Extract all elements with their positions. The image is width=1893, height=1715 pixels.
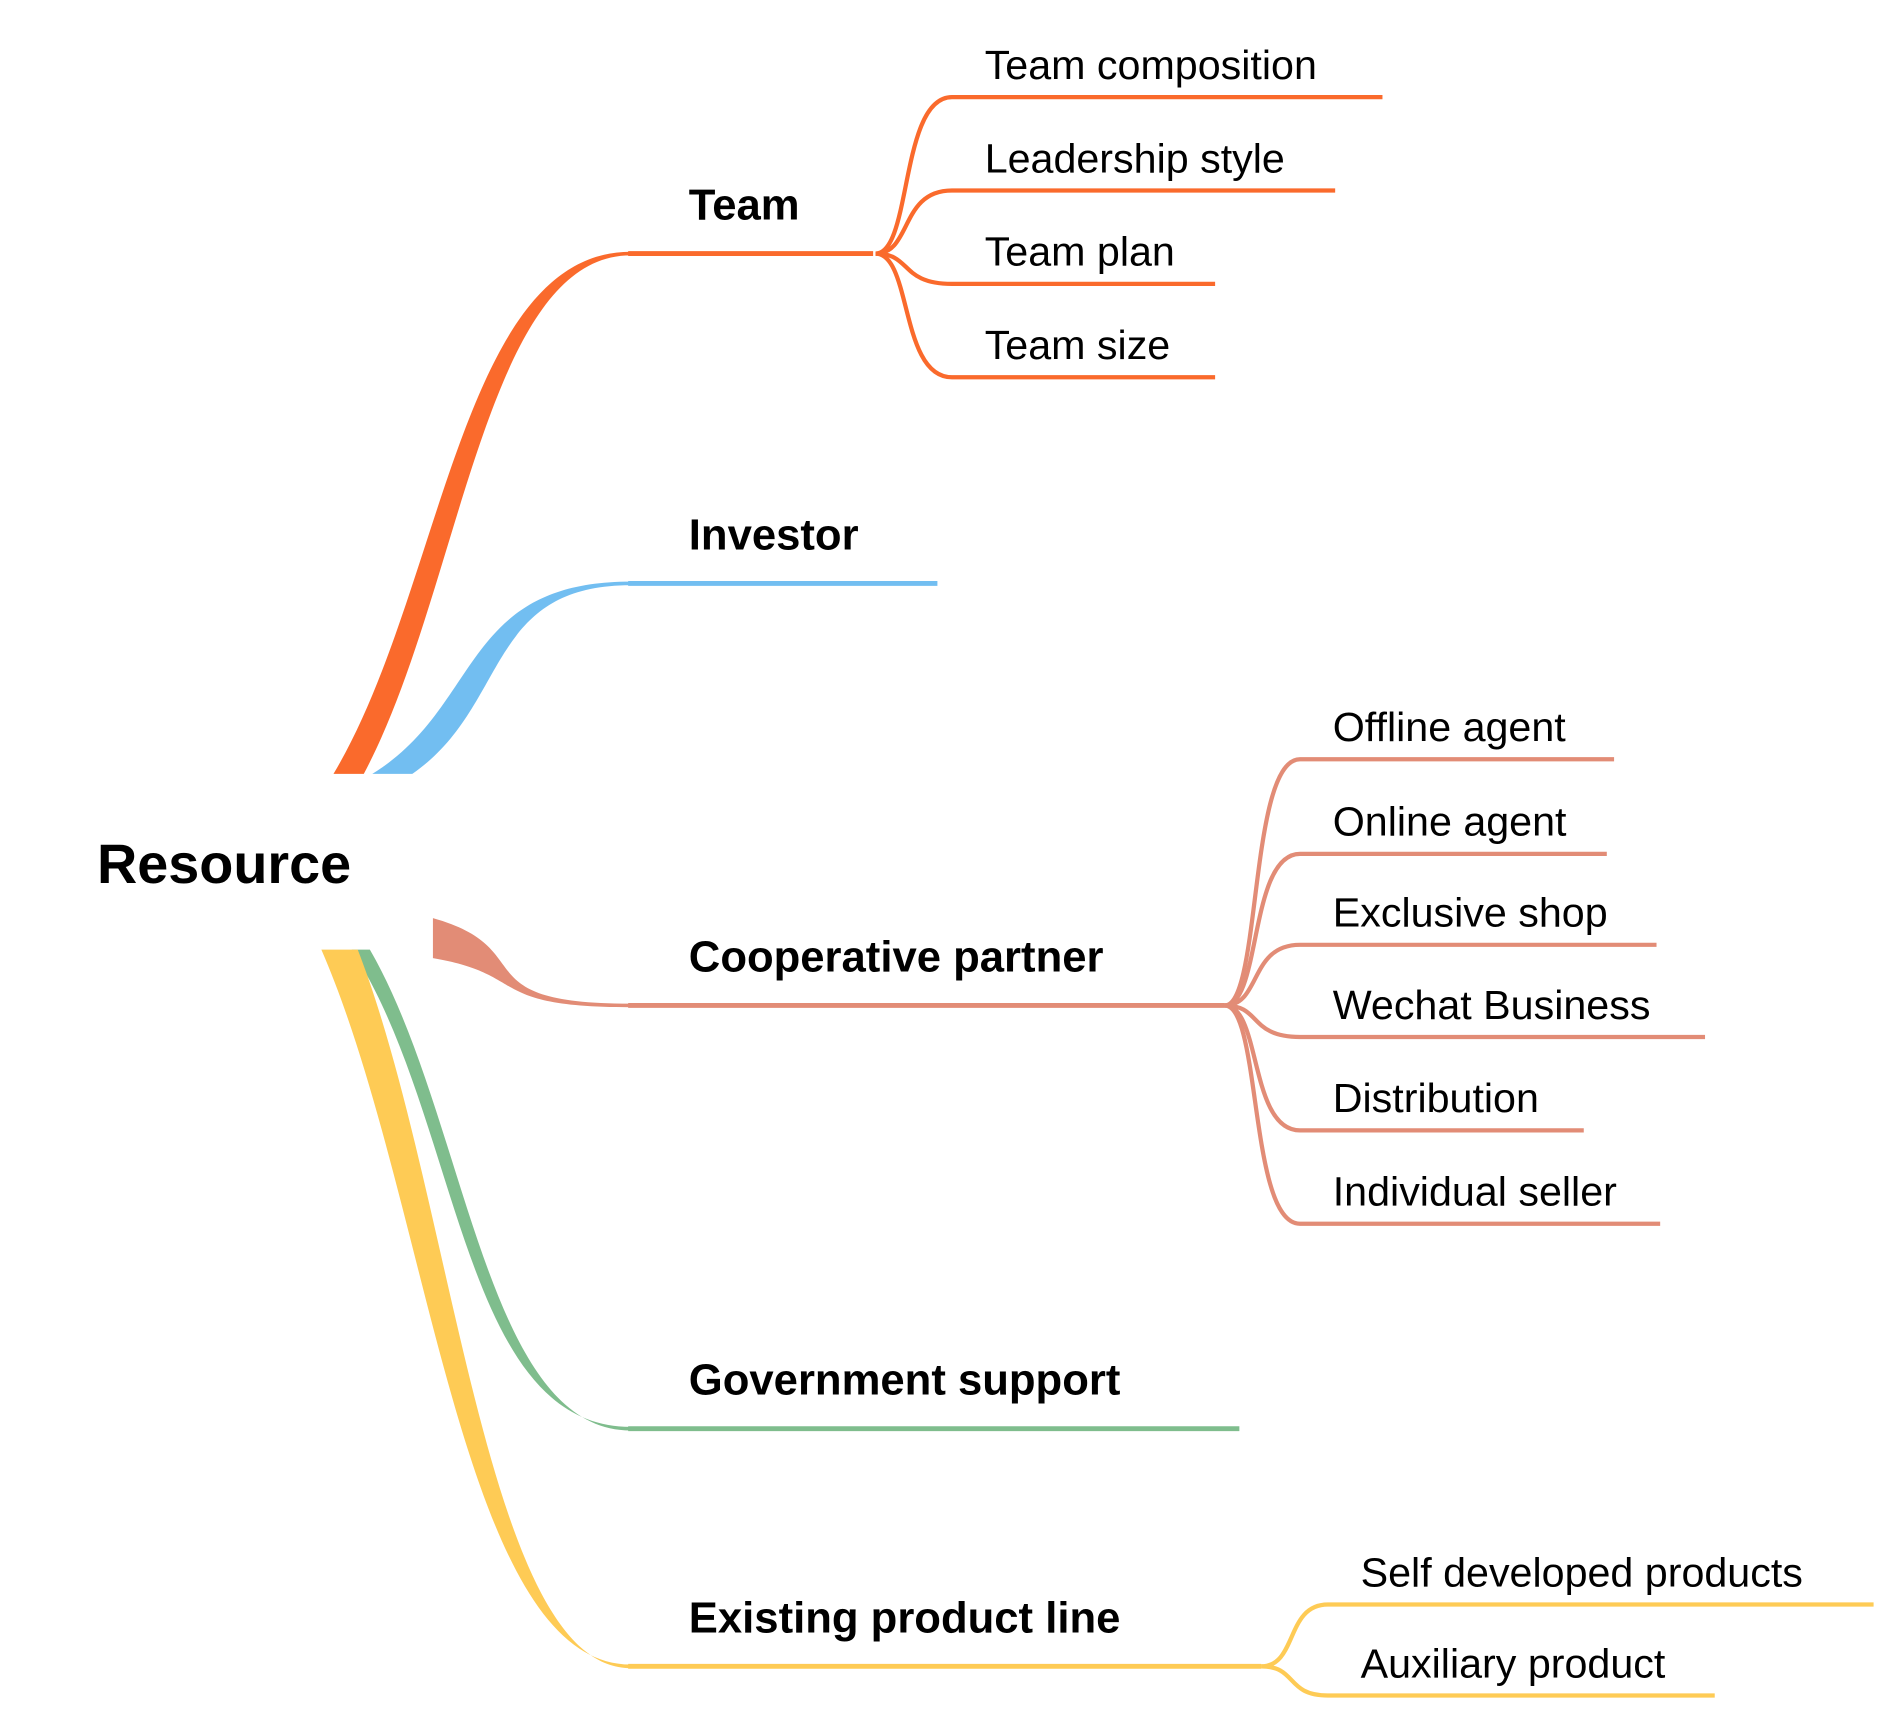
child-node[interactable]: Wechat Business — [1333, 982, 1651, 1028]
branch-connector — [351, 949, 631, 1431]
branch-connector — [333, 251, 631, 774]
child-node[interactable]: Self developed products — [1361, 1549, 1803, 1595]
child-node[interactable]: Exclusive shop — [1333, 890, 1608, 936]
branch-node[interactable]: Cooperative partner — [689, 932, 1104, 981]
branch-connector — [321, 949, 631, 1669]
child-node[interactable]: Leadership style — [985, 135, 1285, 181]
root-node[interactable]: Resource — [97, 833, 351, 895]
child-connector — [875, 95, 1383, 256]
child-node[interactable]: Team plan — [985, 229, 1175, 275]
child-connector — [1224, 1003, 1706, 1040]
child-connector — [1224, 1003, 1584, 1133]
child-node[interactable]: Distribution — [1333, 1075, 1539, 1121]
child-connector — [875, 251, 1216, 380]
child-node[interactable]: Team size — [985, 322, 1171, 368]
branch-node[interactable]: Investor — [689, 510, 859, 559]
child-connector — [1224, 757, 1615, 1008]
branch-node[interactable]: Government support — [689, 1356, 1121, 1405]
child-node[interactable]: Offline agent — [1333, 704, 1567, 750]
branch-node[interactable]: Team — [689, 181, 800, 230]
branch-connector — [372, 581, 631, 774]
child-connector — [1224, 1003, 1661, 1226]
child-node[interactable]: Team composition — [985, 42, 1317, 88]
child-node[interactable]: Online agent — [1333, 799, 1567, 845]
child-connector — [1260, 1602, 1874, 1669]
child-connector — [875, 251, 1216, 287]
child-connector — [1261, 1664, 1715, 1698]
branch-node[interactable]: Existing product line — [689, 1593, 1121, 1642]
child-node[interactable]: Individual seller — [1333, 1169, 1617, 1215]
child-connector — [1224, 942, 1657, 1008]
branch-connector — [432, 918, 631, 1008]
child-connector — [875, 188, 1336, 256]
child-connector — [1224, 851, 1607, 1008]
child-node[interactable]: Auxiliary product — [1361, 1640, 1666, 1686]
